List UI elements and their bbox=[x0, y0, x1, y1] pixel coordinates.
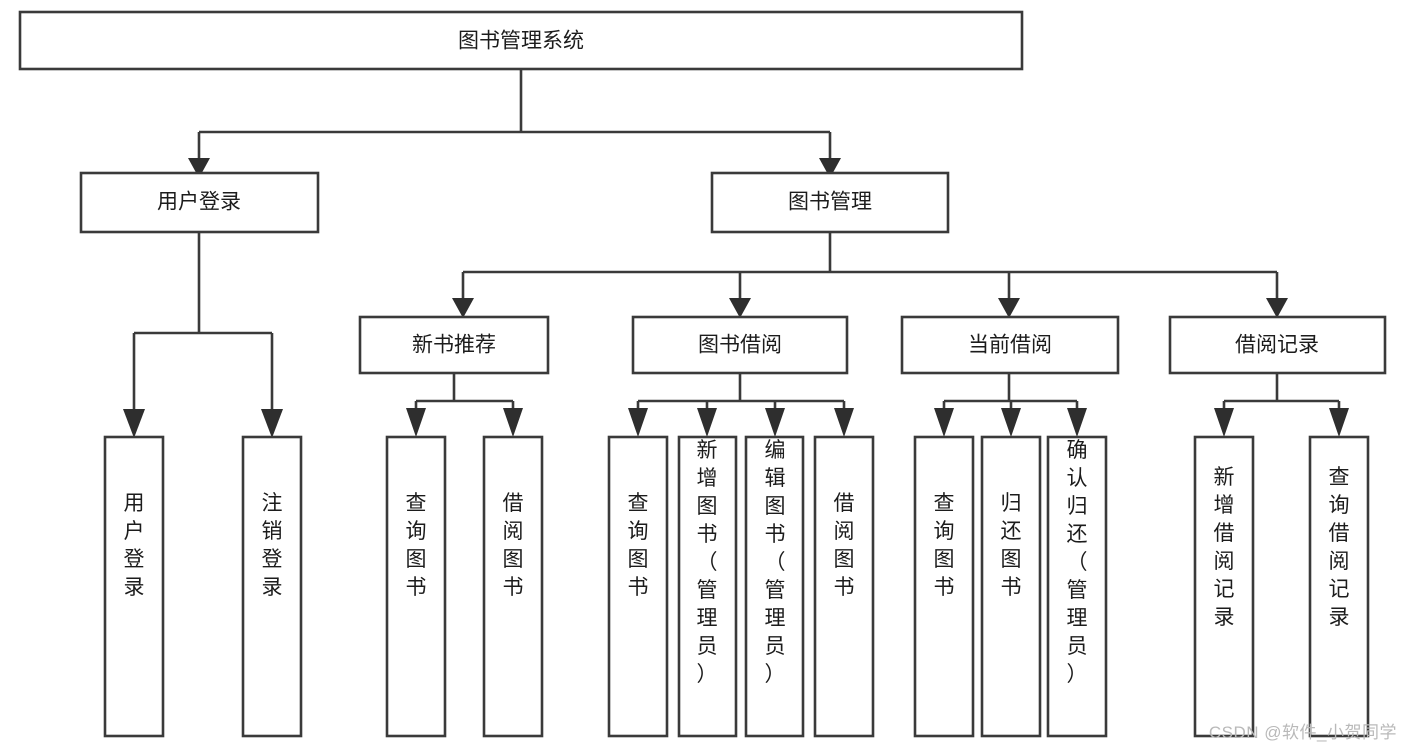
leaf-borrow-query-book-label: 查询图书 bbox=[628, 492, 649, 599]
node-current-borrow[interactable]: 当前借阅 bbox=[900, 315, 1120, 375]
node-current-borrow-label: 当前借阅 bbox=[968, 334, 1052, 357]
arrow-to-currentborrow bbox=[998, 298, 1020, 318]
arrow-newbook-leaf2 bbox=[503, 408, 523, 437]
node-user-login[interactable]: 用户登录 bbox=[79, 171, 320, 234]
arrow-current-leaf1 bbox=[934, 408, 954, 437]
leaf-current-confirm-return[interactable]: 确认归还（管理员） bbox=[1046, 435, 1108, 738]
node-book-borrow-label: 图书借阅 bbox=[698, 334, 782, 357]
node-root[interactable]: 图书管理系统 bbox=[18, 10, 1024, 71]
leaf-newbook-query-book-label: 查询图书 bbox=[406, 492, 427, 599]
leaf-user-login-label: 用户登录 bbox=[124, 492, 145, 599]
arrow-current-leaf2 bbox=[1001, 408, 1021, 437]
arrow-record-leaf2 bbox=[1329, 408, 1349, 437]
arrow-borrow-leaf3 bbox=[765, 408, 785, 437]
leaf-current-query-book-label: 查询图书 bbox=[934, 492, 955, 599]
node-root-label: 图书管理系统 bbox=[458, 30, 584, 53]
node-user-login-label: 用户登录 bbox=[157, 191, 241, 214]
node-new-book-recommend[interactable]: 新书推荐 bbox=[358, 315, 550, 375]
leaf-user-login[interactable]: 用户登录 bbox=[103, 435, 165, 738]
arrow-to-leaf-user-logout bbox=[261, 409, 283, 438]
node-book-management[interactable]: 图书管理 bbox=[710, 171, 950, 234]
arrow-current-leaf3 bbox=[1067, 408, 1087, 437]
leaf-borrow-edit-book-label: 编辑图书（管理员） bbox=[765, 439, 786, 686]
arrow-to-newbook bbox=[452, 298, 474, 318]
node-borrow-record[interactable]: 借阅记录 bbox=[1168, 315, 1387, 375]
arrow-borrow-leaf2 bbox=[697, 408, 717, 437]
leaf-borrow-query-book[interactable]: 查询图书 bbox=[607, 435, 669, 738]
leaf-borrow-edit-book[interactable]: 编辑图书（管理员） bbox=[744, 435, 805, 738]
arrow-newbook-leaf1 bbox=[406, 408, 426, 437]
leaf-borrow-add-book-label: 新增图书（管理员） bbox=[697, 439, 718, 686]
node-borrow-record-label: 借阅记录 bbox=[1235, 334, 1319, 357]
arrow-borrow-leaf4 bbox=[834, 408, 854, 437]
arrow-to-bookborrow bbox=[729, 298, 751, 318]
leaf-current-query-book[interactable]: 查询图书 bbox=[913, 435, 975, 738]
leaf-current-return-book-label: 归还图书 bbox=[1001, 492, 1022, 599]
leaf-newbook-borrow-book[interactable]: 借阅图书 bbox=[482, 435, 544, 738]
arrow-to-bookmgmt bbox=[819, 158, 841, 178]
leaf-record-add-record[interactable]: 新增借阅记录 bbox=[1193, 435, 1255, 738]
node-new-book-recommend-label: 新书推荐 bbox=[412, 334, 496, 357]
arrow-to-userlogin bbox=[188, 158, 210, 178]
csdn-watermark: CSDN @软件_小贺同学 bbox=[1208, 723, 1397, 742]
leaf-record-query-record-label: 查询借阅记录 bbox=[1329, 466, 1350, 629]
node-book-management-label: 图书管理 bbox=[788, 191, 872, 214]
leaf-current-confirm-return-label: 确认归还（管理员） bbox=[1067, 439, 1088, 686]
leaf-newbook-query-book[interactable]: 查询图书 bbox=[385, 435, 447, 738]
arrowheads-layer bbox=[123, 158, 1349, 438]
leaf-borrow-borrow-book-label: 借阅图书 bbox=[834, 492, 855, 599]
leaf-user-logout-label: 注销登录 bbox=[262, 492, 283, 599]
leaf-current-return-book[interactable]: 归还图书 bbox=[980, 435, 1042, 738]
leaf-user-logout[interactable]: 注销登录 bbox=[241, 435, 303, 738]
leaf-record-add-record-label: 新增借阅记录 bbox=[1214, 466, 1235, 629]
leaf-borrow-add-book[interactable]: 新增图书（管理员） bbox=[677, 435, 738, 738]
arrow-to-borrowrecord bbox=[1266, 298, 1288, 318]
arrow-to-leaf-user-login bbox=[123, 409, 145, 438]
leaf-newbook-borrow-book-label: 借阅图书 bbox=[503, 492, 524, 599]
node-book-borrow[interactable]: 图书借阅 bbox=[631, 315, 849, 375]
leaf-borrow-borrow-book[interactable]: 借阅图书 bbox=[813, 435, 875, 738]
arrow-borrow-leaf1 bbox=[628, 408, 648, 437]
leaf-record-query-record[interactable]: 查询借阅记录 bbox=[1308, 435, 1370, 738]
arrow-record-leaf1 bbox=[1214, 408, 1234, 437]
